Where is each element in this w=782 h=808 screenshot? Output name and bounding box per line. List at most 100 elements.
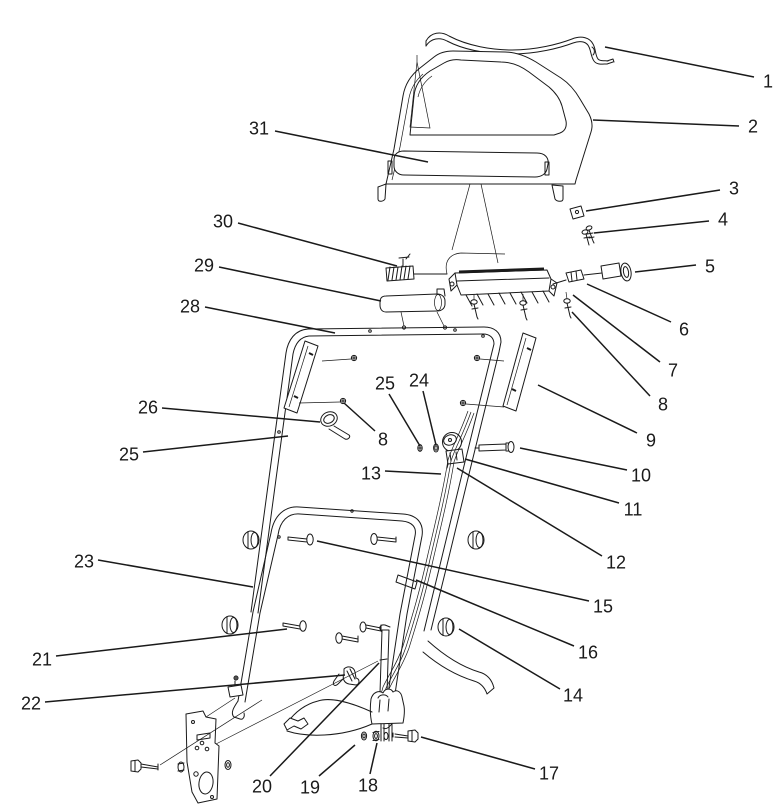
leader-line: [161, 407, 321, 423]
callout-30-30: 30: [213, 211, 398, 267]
callout-14-13: 14: [458, 628, 583, 705]
leader-line: [204, 306, 336, 334]
plate-top-bracket: [227, 675, 244, 698]
flange-hook: [283, 717, 309, 731]
leader-line: [44, 674, 346, 703]
screw-4: [585, 225, 595, 244]
part-number-label: 25: [119, 444, 139, 464]
bar-teeth: [465, 290, 550, 307]
callout-9-8: 9: [537, 384, 656, 450]
part-number-label: 15: [593, 596, 613, 616]
callout-18-17: 18: [358, 742, 378, 795]
callout-3-2: 3: [585, 178, 739, 212]
callout-11-10: 11: [464, 458, 642, 519]
leader-line: [456, 467, 603, 557]
sleeve-29: [379, 288, 448, 330]
part-number-label: 31: [249, 118, 269, 138]
left-leg-foot: [231, 700, 245, 720]
leader-line: [369, 742, 378, 775]
spring-30: [385, 252, 506, 282]
lower-bracket: [283, 640, 495, 742]
part-number-label: 17: [539, 763, 559, 783]
clamp-bolts: [282, 533, 397, 644]
callout-5-4: 5: [634, 256, 715, 276]
callout-12-11: 12: [456, 467, 626, 572]
leader-line: [237, 222, 398, 267]
part-number-label: 22: [21, 693, 41, 713]
leader-line: [318, 744, 356, 777]
callout-17-16: 17: [420, 736, 559, 783]
callout-13-12: 13: [361, 463, 442, 483]
part-number-label: 26: [138, 397, 158, 417]
part-number-label: 9: [646, 430, 656, 450]
callout-15-14: 15: [316, 540, 613, 616]
pad-screws: [298, 354, 505, 408]
part-number-label: 28: [180, 296, 200, 316]
leader-line: [571, 311, 651, 397]
part-number-label: 3: [729, 178, 739, 198]
bracket-fasteners: [360, 729, 419, 743]
callout-23-22: 23: [74, 551, 254, 588]
part-number-label: 25: [375, 373, 395, 393]
leader-line: [604, 46, 755, 78]
part-number-label: 18: [358, 775, 378, 795]
right-flange: [422, 640, 495, 695]
part-number-label: 5: [705, 256, 715, 276]
part-number-label: 8: [658, 394, 668, 414]
callout-4-3: 4: [593, 209, 728, 234]
leader-line: [634, 264, 697, 273]
leader-line: [458, 628, 561, 690]
leader-line: [142, 435, 289, 453]
callout-8-7: 8: [571, 311, 668, 414]
callouts: 1234567891011121314151617181920212223242…: [21, 46, 773, 797]
leader-line: [274, 130, 429, 163]
cable-loop: [320, 411, 351, 440]
leader-line: [585, 189, 721, 212]
callout-31-31: 31: [249, 118, 429, 163]
part-number-label: 12: [606, 552, 626, 572]
plate-bolt: [130, 759, 159, 773]
callout-24-23: 24: [409, 370, 437, 446]
handle-opening: [409, 59, 567, 136]
leader-line: [415, 579, 575, 647]
part-number-label: 29: [194, 255, 214, 275]
recess-31: [387, 150, 550, 178]
alignment-lines: [451, 183, 499, 264]
part-number-label: 7: [668, 360, 678, 380]
callout-6-5: 6: [586, 283, 689, 339]
part-number-label: 30: [213, 211, 233, 231]
callout-8-27: 8: [343, 402, 388, 449]
right-grip-pad: [502, 332, 537, 412]
callout-10-9: 10: [519, 447, 651, 485]
mounting-screws: [470, 229, 591, 321]
callout-28-28: 28: [180, 296, 336, 334]
callout-29-29: 29: [194, 255, 382, 302]
callout-25-24: 25: [375, 373, 421, 447]
mounting-plate: [130, 660, 379, 804]
part-number-label: 10: [631, 465, 651, 485]
callout-20-19: 20: [252, 662, 380, 796]
part-number-label: 14: [563, 685, 583, 705]
leader-line: [97, 559, 254, 588]
callout-19-18: 19: [300, 744, 356, 797]
bail-wire: [425, 32, 615, 65]
part-number-label: 24: [409, 370, 429, 390]
part-number-label: 4: [718, 209, 728, 229]
part-number-label: 6: [679, 319, 689, 339]
leader-line: [343, 402, 376, 432]
leader-line: [388, 393, 421, 447]
upper-handle-tube: [250, 326, 502, 632]
part-number-label: 16: [578, 642, 598, 662]
callout-26-25: 26: [138, 397, 321, 423]
cable-conduit: [445, 252, 506, 275]
leader-line: [269, 662, 380, 777]
part-number-label: 8: [378, 429, 388, 449]
part-number-label: 2: [748, 116, 758, 136]
leader-line: [218, 266, 382, 302]
part-number-label: 13: [361, 463, 381, 483]
leader-line: [464, 458, 620, 504]
part-number-label: 1: [763, 71, 773, 91]
leader-line: [592, 119, 740, 127]
cable-end-fitting: [552, 262, 632, 285]
